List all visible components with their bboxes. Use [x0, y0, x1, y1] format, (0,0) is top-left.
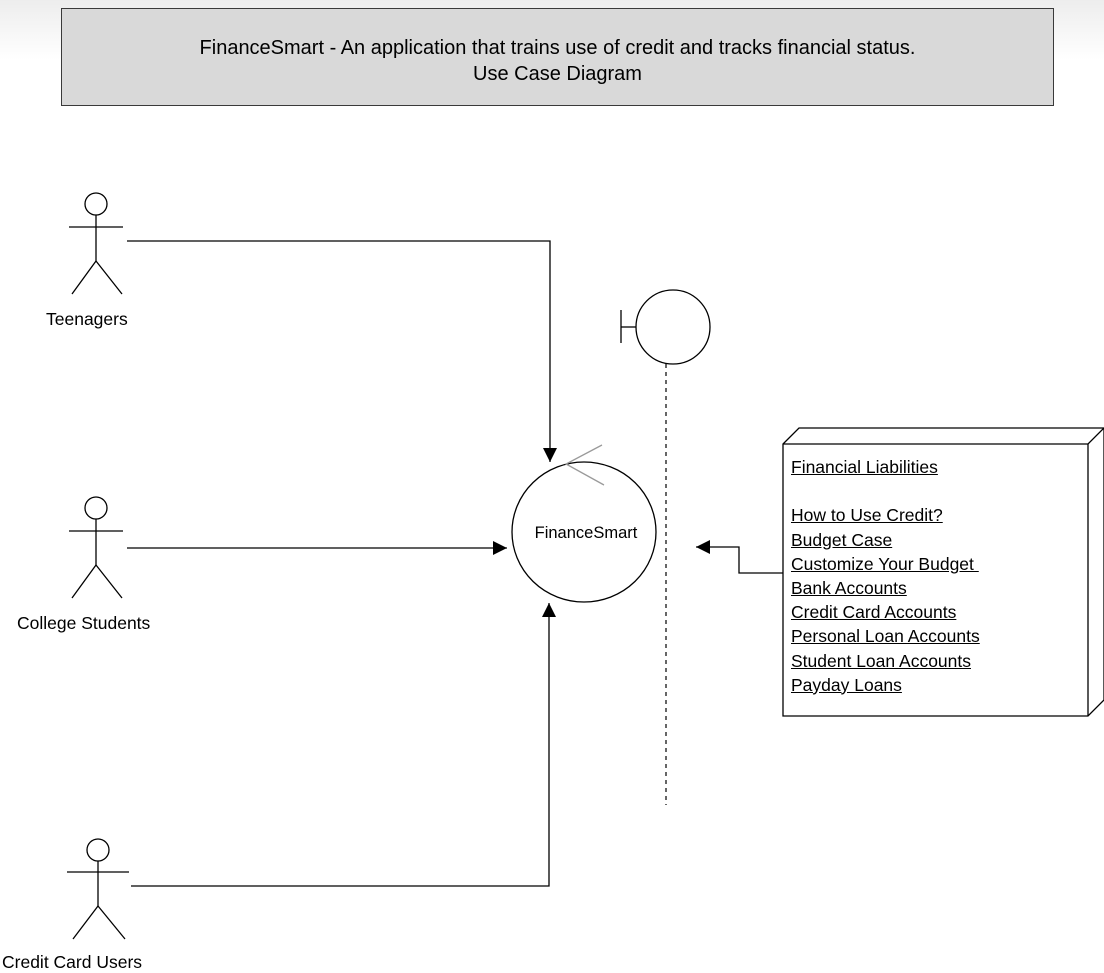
note-item: Customize Your Budget	[791, 553, 979, 574]
note-item: Payday Loans	[791, 674, 902, 695]
boundary-icon	[620, 289, 711, 805]
actor-college-students-icon	[69, 496, 123, 599]
note-item: Budget Case	[791, 529, 893, 550]
connector-notes	[696, 540, 783, 574]
actor-label-credit-card-users: Credit Card Users	[2, 952, 143, 972]
control-icon	[511, 444, 657, 603]
diagram-title: FinanceSmart - An application that train…	[199, 37, 916, 59]
actor-label-teenagers: Teenagers	[46, 309, 128, 329]
actor-label-college-students: College Students	[17, 613, 151, 633]
notes-node-icon	[782, 427, 1104, 717]
actor-credit-card-users-icon	[67, 838, 129, 940]
system-label: FinanceSmart	[534, 524, 638, 542]
connector-credit-card-users	[131, 603, 556, 887]
note-item: Student Loan Accounts	[791, 650, 971, 671]
title-box: FinanceSmart - An application that train…	[61, 8, 1054, 106]
diagram-subtitle: Use Case Diagram	[473, 63, 642, 85]
note-item: Personal Loan Accounts	[791, 626, 980, 647]
note-item: Credit Card Accounts	[791, 602, 957, 623]
notes-heading: Financial Liabilities	[791, 457, 938, 477]
notes-list: Financial Liabilities How to Use Credit?…	[791, 455, 980, 697]
note-item: Bank Accounts	[791, 577, 907, 598]
connector-teenagers	[127, 240, 557, 462]
notes-spacer	[791, 479, 980, 503]
note-item: How to Use Credit?	[791, 505, 943, 526]
actor-teenagers-icon	[69, 192, 123, 295]
